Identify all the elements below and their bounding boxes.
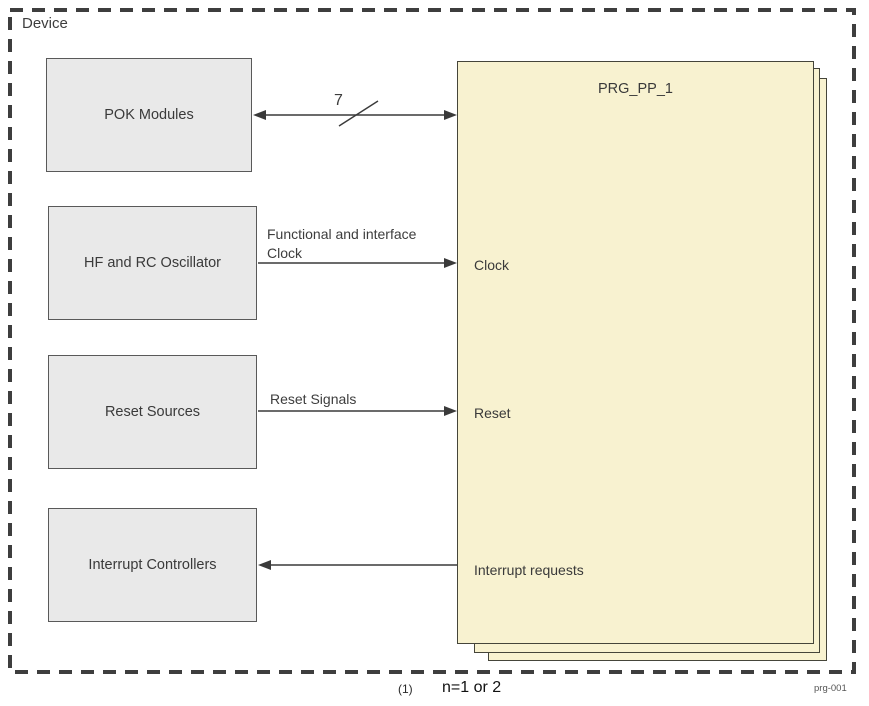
- clock-edge-label: Functional and interface Clock: [267, 226, 417, 261]
- reset-edge-label: Reset Signals: [270, 391, 357, 407]
- pok-modules-block: POK Modules: [46, 58, 252, 172]
- interrupt-controllers-label: Interrupt Controllers: [88, 557, 217, 573]
- device-frame-label: Device: [22, 15, 68, 32]
- prg-pp-title: PRG_PP_1: [598, 81, 673, 97]
- interrupt-controllers-block: Interrupt Controllers: [48, 508, 257, 622]
- prg-pp-block: PRG_PP_1 Clock Reset Interrupt requests: [457, 61, 814, 644]
- prg-port-interrupt: Interrupt requests: [474, 562, 584, 578]
- bus-width-label: 7: [334, 92, 343, 109]
- interrupt-arrow: [258, 560, 457, 570]
- prg-port-clock: Clock: [474, 257, 510, 273]
- figure-id: prg-001: [814, 683, 847, 694]
- oscillator-label: HF and RC Oscillator: [84, 255, 221, 271]
- reset-sources-block: Reset Sources: [48, 355, 257, 469]
- pok-bus-arrow: [253, 100, 457, 127]
- pok-modules-label: POK Modules: [104, 107, 194, 123]
- footnote-marker: (1): [398, 682, 413, 696]
- reset-sources-label: Reset Sources: [104, 404, 201, 420]
- oscillator-block: HF and RC Oscillator: [48, 206, 257, 320]
- footnote-text: n=1 or 2: [442, 679, 502, 696]
- bus-width-slash: [338, 100, 379, 127]
- prg-port-reset: Reset: [474, 405, 511, 421]
